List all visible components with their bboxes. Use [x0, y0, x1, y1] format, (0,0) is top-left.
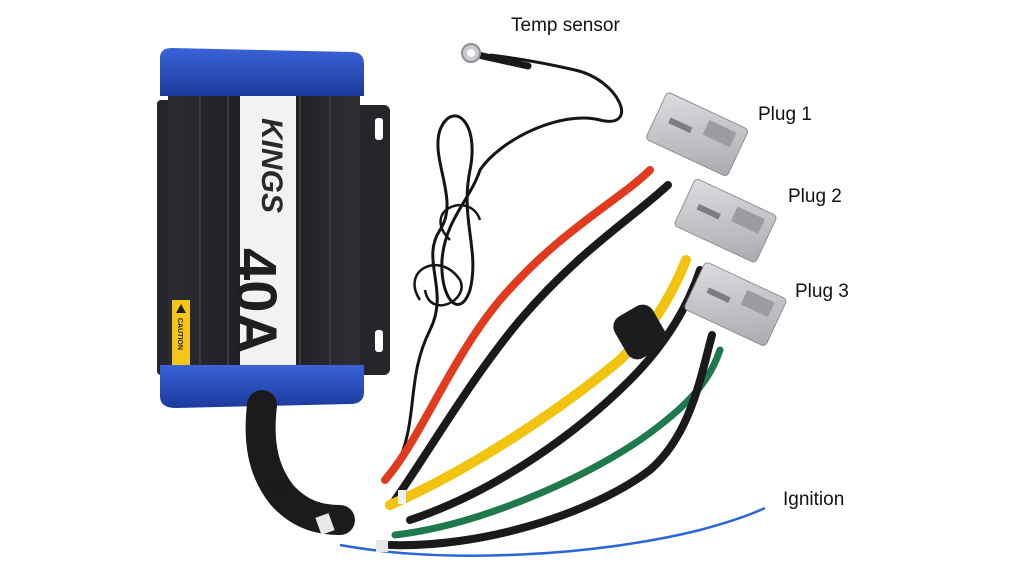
temp-sensor-lead [393, 53, 623, 471]
plug-1-label: Plug 1 [758, 104, 812, 125]
plug-3-label: Plug 3 [795, 281, 849, 302]
wire-black-plug2 [406, 266, 704, 524]
charger-body: KINGS 40A CAUTION [168, 70, 360, 390]
temp-sensor-label: Temp sensor [511, 15, 620, 36]
ignition-label: Ignition [783, 489, 845, 510]
caution-sticker [172, 300, 190, 378]
wire-ignition-blue [339, 506, 766, 557]
wire-yellow [385, 255, 691, 510]
anderson-plug-2 [674, 178, 777, 263]
brand-logo: KINGS [255, 118, 288, 213]
wire-black-plug1 [391, 181, 672, 504]
warning-triangle-icon [176, 304, 186, 313]
mounting-flange-left [157, 100, 171, 375]
cable-loom [245, 390, 355, 535]
mounting-flange-right [354, 105, 390, 375]
anderson-plug-1 [646, 92, 749, 177]
ring-terminal [461, 43, 532, 70]
wire-black-plug3 [386, 331, 716, 550]
cable-ties [315, 490, 406, 552]
caution-text: CAUTION [176, 318, 183, 350]
amperage-rating: 40A [223, 248, 288, 354]
blue-end-cap-top [160, 48, 364, 96]
ferrite-choke [613, 304, 667, 360]
plug-2-label: Plug 2 [788, 186, 842, 207]
anderson-plug-3 [684, 262, 787, 346]
wire-red [381, 166, 654, 484]
blue-end-cap-bottom [160, 365, 364, 408]
